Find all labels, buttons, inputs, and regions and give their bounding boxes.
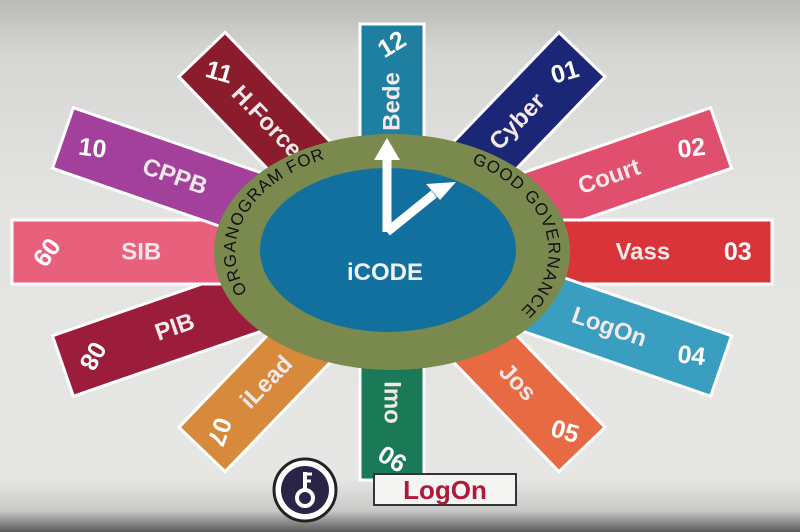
spoke-label: Vass (615, 239, 670, 266)
spoke-number: 10 (77, 133, 108, 164)
logon-logo: LogOn (272, 457, 517, 523)
spoke-number: 02 (676, 133, 707, 164)
spoke-number: 04 (676, 340, 707, 371)
center-disc (260, 168, 516, 332)
logo-text-box (373, 473, 517, 506)
spoke-label: Imo (379, 381, 406, 424)
clock-hands-icon (374, 138, 456, 236)
center-title: iCODE (347, 259, 423, 286)
spoke-label: Bede (379, 72, 406, 131)
spoke-label: SIB (121, 239, 161, 266)
spoke-number: 03 (724, 238, 752, 266)
logo-text: LogOn (403, 475, 487, 505)
